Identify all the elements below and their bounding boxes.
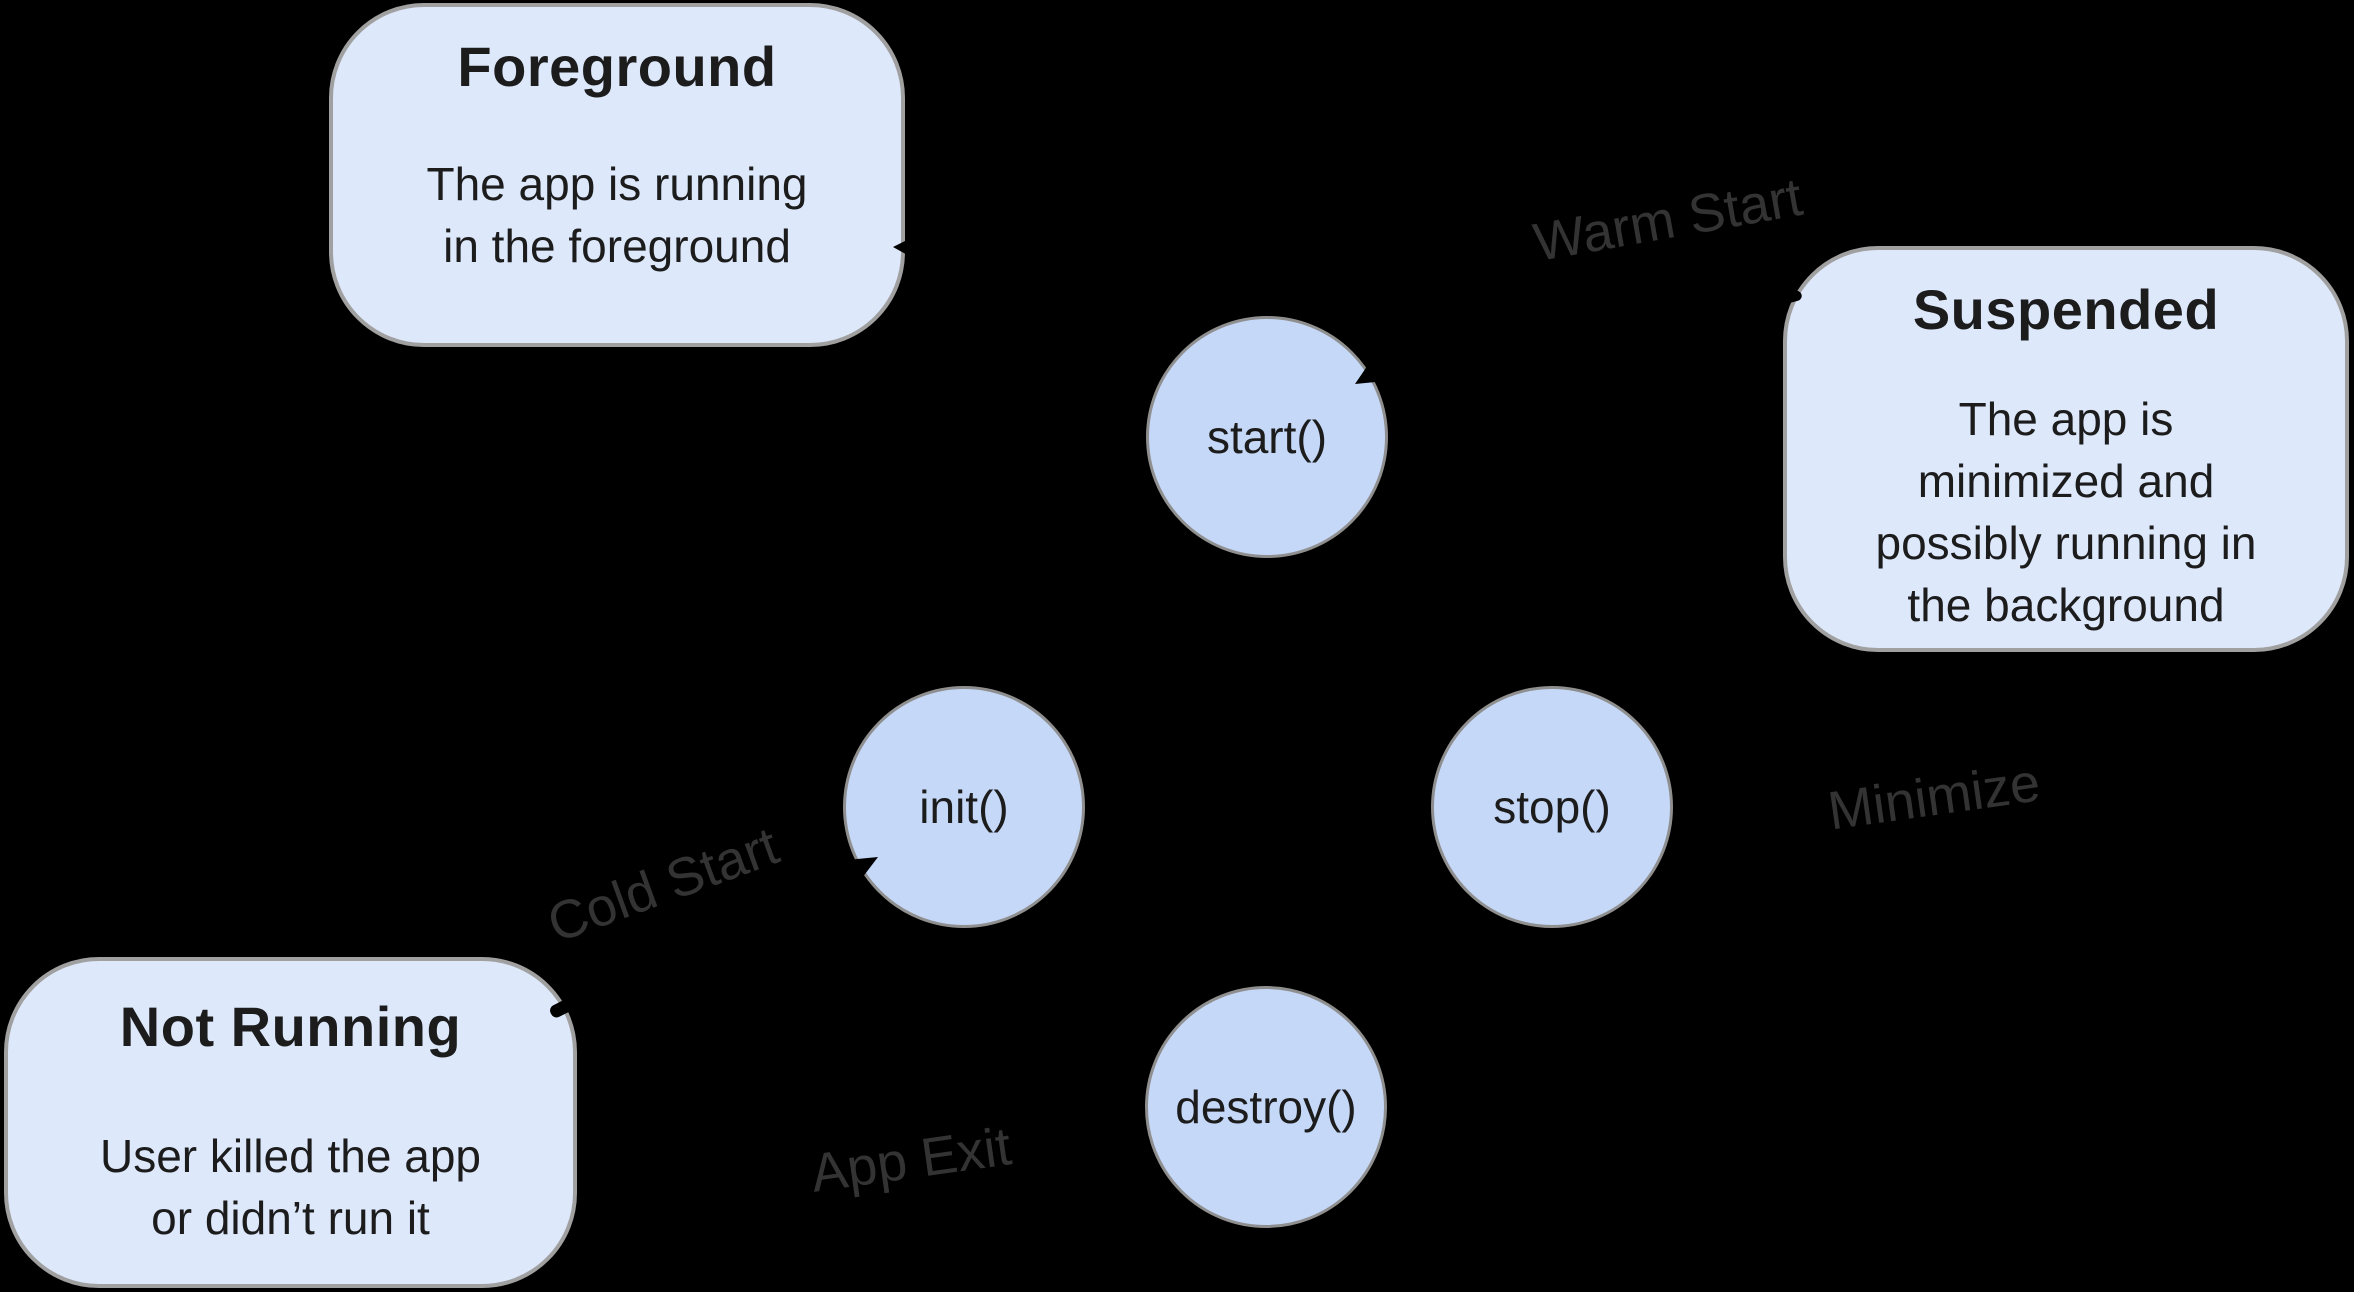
method-init-label: init()	[919, 781, 1009, 833]
state-suspended-title: Suspended	[1912, 278, 2220, 341]
state-not-running-title: Not Running	[119, 995, 462, 1058]
edge-label-warm-start: Warm Start	[1529, 166, 1807, 274]
method-destroy-label: destroy()	[1175, 1081, 1357, 1133]
method-node-stop: stop()	[1431, 686, 1673, 928]
edge-label-cold-start: Cold Start	[539, 815, 787, 955]
description-line: possibly running in	[1875, 517, 2257, 569]
state-not-running-description: User killed the app or didn’t run it	[8, 1125, 573, 1249]
state-foreground-title: Foreground	[457, 35, 777, 98]
method-node-destroy: destroy()	[1145, 986, 1387, 1228]
edge-label-minimize: Minimize	[1824, 752, 2044, 842]
state-suspended-description: The app is minimized and possibly runnin…	[1787, 388, 2345, 636]
edge-label-app-exit: App Exit	[807, 1116, 1015, 1204]
method-node-start: start()	[1146, 316, 1388, 558]
description-line: the background	[1907, 579, 2225, 631]
method-node-init: init()	[843, 686, 1085, 928]
state-foreground-description: The app is running in the foreground	[333, 153, 901, 277]
edge-stub-not-running-right-icon	[576, 1233, 592, 1244]
description-line: The app is	[1958, 393, 2174, 445]
description-line: in the foreground	[443, 220, 791, 272]
state-not-running: Not Running User killed the app or didn’…	[4, 957, 577, 1288]
description-line: User killed the app	[100, 1130, 481, 1182]
state-foreground: Foreground The app is running in the for…	[329, 3, 905, 347]
state-suspended: Suspended The app is minimized and possi…	[1783, 246, 2349, 652]
description-line: or didn’t run it	[151, 1192, 430, 1244]
description-line: The app is running	[426, 158, 808, 210]
description-line: minimized and	[1917, 455, 2215, 507]
method-start-label: start()	[1206, 411, 1328, 463]
method-stop-label: stop()	[1493, 781, 1611, 833]
